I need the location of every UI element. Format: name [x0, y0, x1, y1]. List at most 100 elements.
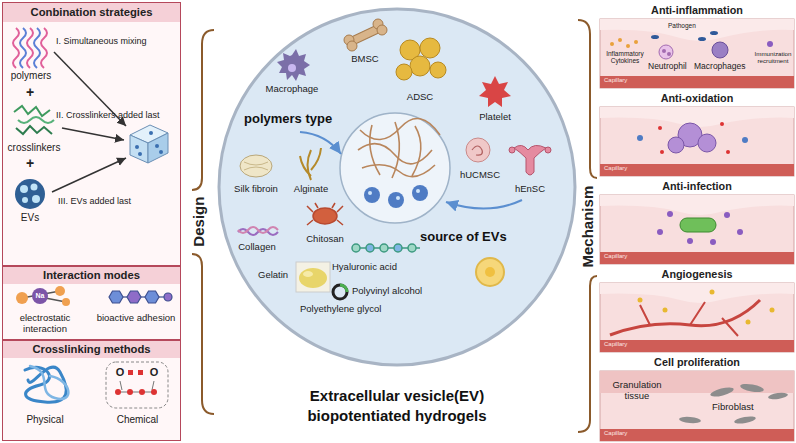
infection-scene [724, 212, 730, 218]
oxidation-scene [726, 150, 730, 154]
fibroblast-scene [740, 382, 765, 393]
angiogenesis-scene [710, 290, 715, 295]
hyaluronic-acid-icon [394, 244, 402, 252]
chemical-crosslink-icon [118, 391, 154, 392]
strategy-arrow [52, 52, 126, 192]
hensc-icon [545, 147, 551, 153]
inflammation-scene [626, 44, 630, 48]
oxidation-scene [658, 126, 662, 130]
hydrogel-cube [130, 125, 168, 163]
label-text: source of EVs [420, 230, 507, 245]
label-text: Inflammatory Cytokines [604, 50, 646, 65]
label-text: BMSC [345, 54, 385, 65]
panel-ground [2, 340, 181, 358]
panel-box: Crosslinking methods [2, 340, 181, 441]
inflammation-scene [659, 45, 673, 59]
label-text: Neutrophil [648, 62, 687, 72]
hydrogel-mesh [358, 119, 440, 178]
panel-heading: Crosslinking methods [3, 341, 180, 357]
infection-scene [667, 211, 673, 217]
label-text: ADSC [400, 92, 440, 103]
electrostatic-icon [62, 298, 70, 306]
fibroblast-scene [768, 392, 789, 401]
infection-scene [657, 211, 743, 245]
ev-icon [20, 185, 28, 193]
inflammation-scene [662, 49, 666, 53]
bracket-label: Mechanism [579, 186, 596, 268]
pva-icon [340, 285, 347, 292]
chemical-crosslink-icon [106, 362, 168, 408]
ev-particle [364, 187, 380, 203]
bracket [578, 20, 597, 178]
bmsc-icon [347, 41, 357, 51]
infection-scene [687, 238, 693, 244]
mechanism-panel [600, 252, 794, 264]
gelatin-photo [299, 268, 327, 288]
hyaluronic-acid-icon [408, 244, 416, 252]
label-text: Capillary [604, 430, 627, 437]
label-text: Macrophage [260, 84, 324, 95]
label-text: hUCMSC [455, 170, 505, 181]
macrophage-icon [288, 64, 296, 72]
label-text: Na [33, 292, 47, 300]
label-text: I. Simultaneous mixing [56, 36, 147, 46]
ev-particle [368, 191, 372, 195]
label-text: O [148, 366, 160, 379]
label-text: polymers [6, 70, 56, 82]
inflammation-scene [618, 38, 622, 42]
ev-icon [22, 197, 28, 203]
mechanism-panel [600, 195, 794, 264]
panel-box: Anti-infection [600, 178, 794, 264]
ev-icon [32, 195, 40, 203]
chemical-crosslink-icon [139, 389, 145, 395]
hydrogel-cube [138, 152, 142, 156]
bracket [192, 30, 214, 190]
panel-heading: Angiogenesis [600, 266, 794, 282]
panel-heading: Anti-inflammation [600, 2, 794, 18]
infection-scene [710, 239, 716, 245]
polymer-icon [34, 28, 40, 68]
polymer-icon [13, 28, 19, 68]
panel-heading: Anti-oxidation [600, 90, 794, 106]
panel-box: Anti-oxidation [600, 90, 794, 176]
flow-arrow [446, 200, 522, 209]
label-text: II. Crosslinkers added last [56, 110, 160, 120]
panel-heading: Conbination strategies [3, 3, 180, 21]
oxidation-scene [637, 135, 643, 141]
hyaluronic-acid-icon [380, 244, 388, 252]
crosslinker-icon [16, 126, 52, 134]
alginate-icon [300, 148, 321, 180]
fibroblast-scene [710, 386, 735, 399]
hydrogel-mesh [370, 125, 380, 175]
hydrogel-mesh [360, 119, 440, 140]
panel-box: Anti-inflammation [600, 2, 794, 88]
label-text: crosslinkers [4, 142, 64, 154]
silk-fibroin-icon [240, 155, 272, 177]
polymer-icon [20, 28, 26, 68]
label-text: Silk fibroin [228, 184, 284, 195]
label-text: Capillary [604, 341, 627, 348]
crosslinker-icon [14, 106, 50, 116]
label-text: polymers type [244, 112, 332, 127]
mechanism-panel [600, 371, 794, 441]
adhesion-icon [109, 291, 172, 303]
bracket [578, 276, 597, 432]
mechanism-panel [600, 195, 794, 215]
bracket-label: Design [190, 197, 207, 247]
chemical-crosslink-icon [138, 370, 143, 375]
polymer-icon [13, 28, 47, 68]
hydrogel-mesh [392, 122, 399, 178]
mechanism-panel [600, 107, 794, 176]
fibroblast-scene [679, 416, 701, 424]
infection-scene [737, 229, 743, 235]
bmsc-icon [344, 19, 387, 51]
hydrogel-hub: Extracellular vesicle(EV) biopotentiated… [219, 8, 575, 441]
crosslinker-icon [14, 106, 54, 134]
label-text: Chemical [100, 414, 175, 426]
mechanism-panel [600, 76, 794, 88]
hydrogel-cube [155, 144, 159, 148]
macrophage-icon [277, 49, 310, 81]
electrostatic-icon [32, 288, 48, 304]
inflammation-scene [698, 37, 706, 41]
chitosan-icon [313, 208, 337, 224]
